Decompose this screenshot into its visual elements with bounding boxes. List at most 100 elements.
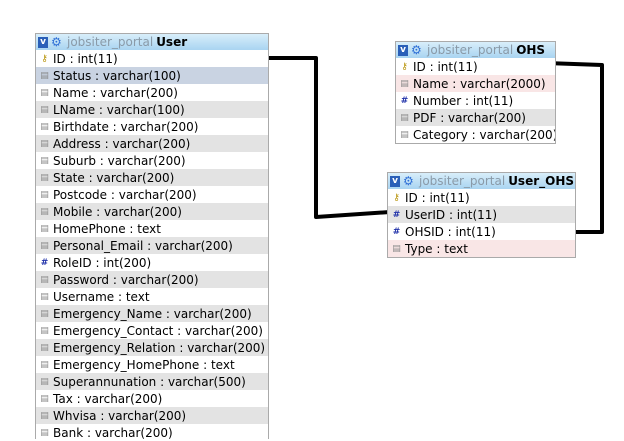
column-label: ID : int(11) [405, 190, 470, 205]
column-row[interactable]: ▤State : varchar(200) [36, 169, 268, 186]
table-name: User_OHS [508, 174, 575, 188]
column-row[interactable]: #UserID : int(11) [388, 206, 575, 223]
column-row[interactable]: ▤Emergency_Relation : varchar(200) [36, 339, 268, 356]
column-row[interactable]: ▤ Personal_Email : varchar(200) [36, 237, 268, 254]
column-label: Emergency_Contact : varchar(200) [53, 323, 263, 338]
column-label: Emergency_Name : varchar(200) [53, 306, 252, 321]
field-icon: ▤ [40, 427, 49, 438]
field-icon: ▤ [40, 70, 49, 81]
key-icon: ⚷ [41, 53, 48, 64]
column-label: Number : int(11) [413, 93, 514, 108]
column-label: Username : text [53, 289, 150, 304]
field-icon: ▤ [40, 342, 49, 353]
column-label: Emergency_HomePhone : text [53, 357, 235, 372]
column-row[interactable]: ▤ Postcode : varchar(200) [36, 186, 268, 203]
column-row[interactable]: ▤ Birthdate : varchar(200) [36, 118, 268, 135]
column-row[interactable]: ▤Tax : varchar(200) [36, 390, 268, 407]
table-header[interactable]: v ⚙ jobsiter_portal User [36, 34, 268, 50]
table-name: OHS [516, 43, 546, 57]
collapse-toggle-icon[interactable]: v [38, 36, 48, 48]
table-header[interactable]: v ⚙ jobsiter_portal User_OHS [388, 173, 575, 189]
field-icon: ▤ [40, 206, 49, 217]
field-icon: ▤ [400, 112, 409, 123]
field-icon: ▤ [40, 189, 49, 200]
column-row[interactable]: # Number : int(11) [396, 92, 555, 109]
column-row[interactable]: ▤ Bank : varchar(200) [36, 424, 268, 441]
column-row[interactable]: ▤ PDF : varchar(200) [396, 109, 555, 126]
field-icon: ▤ [392, 243, 401, 254]
gear-icon[interactable]: ⚙ [403, 174, 414, 188]
table-ohs[interactable]: v ⚙ jobsiter_portal OHS ⚷ID : int(11) ▤ Na… [395, 41, 556, 144]
column-label: ID : int(11) [53, 51, 118, 66]
column-row[interactable]: ▤LName : varchar(100) [36, 101, 268, 118]
column-row[interactable]: ▤ Whvisa : varchar(200) [36, 407, 268, 424]
table-user[interactable]: v ⚙ jobsiter_portal User ⚷ID : int(11)▤S… [35, 33, 269, 441]
table-name: User [156, 35, 188, 49]
column-row[interactable]: ▤Username : text [36, 288, 268, 305]
column-row[interactable]: ▤ Type : text [388, 240, 575, 257]
field-icon: ▤ [40, 359, 49, 370]
column-row[interactable]: ▤ Name : varchar(2000) [396, 75, 555, 92]
field-icon: ▤ [40, 155, 49, 166]
column-label: Type : text [405, 241, 468, 256]
column-row[interactable]: ▤ Suburb : varchar(200) [36, 152, 268, 169]
column-label: Birthdate : varchar(200) [53, 119, 199, 134]
number-icon: # [40, 257, 49, 268]
relation-ohs-to-user-ohs [545, 61, 604, 234]
database-name: jobsiter_portal [419, 174, 506, 188]
column-label: Superannunation : varchar(500) [53, 374, 246, 389]
field-icon: ▤ [40, 87, 49, 98]
column-row[interactable]: ⚷ ID : int(11) [36, 50, 268, 67]
column-label: Suburb : varchar(200) [53, 153, 186, 168]
column-row[interactable]: ▤Password : varchar(200) [36, 271, 268, 288]
database-name: jobsiter_portal [67, 35, 154, 49]
column-label: Whvisa : varchar(200) [53, 408, 187, 423]
column-row[interactable]: ▤ Emergency_Contact : varchar(200) [36, 322, 268, 339]
database-name: jobsiter_portal [427, 43, 514, 57]
table-header[interactable]: v ⚙ jobsiter_portal OHS [396, 42, 555, 58]
field-icon: ▤ [40, 104, 49, 115]
collapse-toggle-icon[interactable]: v [390, 175, 400, 187]
column-row[interactable]: ⚷ID : int(11) [396, 58, 555, 75]
column-label: Status : varchar(100) [53, 68, 181, 83]
number-icon: # [400, 95, 409, 106]
column-label: Category : varchar(200) [413, 127, 555, 142]
column-label: Postcode : varchar(200) [53, 187, 197, 202]
field-icon: ▤ [40, 223, 49, 234]
column-label: Name : varchar(2000) [413, 76, 546, 91]
field-icon: ▤ [40, 121, 49, 132]
column-row[interactable]: ⚷ ID : int(11) [388, 189, 575, 206]
collapse-toggle-icon[interactable]: v [398, 44, 408, 56]
column-row[interactable]: #OHSID : int(11) [388, 223, 575, 240]
column-row[interactable]: ▤Superannunation : varchar(500) [36, 373, 268, 390]
column-label: PDF : varchar(200) [413, 110, 526, 125]
column-row[interactable]: ▤ Category : varchar(200) [396, 126, 555, 143]
column-row[interactable]: ▤ Mobile : varchar(200) [36, 203, 268, 220]
column-row[interactable]: ▤ HomePhone : text [36, 220, 268, 237]
column-label: Bank : varchar(200) [53, 425, 173, 440]
field-icon: ▤ [40, 325, 49, 336]
column-row[interactable]: #RoleID : int(200) [36, 254, 268, 271]
column-label: Personal_Email : varchar(200) [53, 238, 233, 253]
table-user-ohs[interactable]: v ⚙ jobsiter_portal User_OHS ⚷ ID : int(1… [387, 172, 576, 258]
column-label: Address : varchar(200) [53, 136, 191, 151]
key-icon: ⚷ [393, 192, 400, 203]
field-icon: ▤ [400, 129, 409, 140]
gear-icon[interactable]: ⚙ [411, 43, 422, 57]
column-row[interactable]: ▤Emergency_Name : varchar(200) [36, 305, 268, 322]
column-label: Mobile : varchar(200) [53, 204, 182, 219]
column-label: Name : varchar(200) [53, 85, 178, 100]
column-row[interactable]: ▤ Status : varchar(100) [36, 67, 268, 84]
column-label: ID : int(11) [413, 59, 478, 74]
gear-icon[interactable]: ⚙ [51, 35, 62, 49]
column-label: HomePhone : text [53, 221, 161, 236]
field-icon: ▤ [400, 78, 409, 89]
field-icon: ▤ [40, 410, 49, 421]
column-label: OHSID : int(11) [405, 224, 496, 239]
field-icon: ▤ [40, 138, 49, 149]
column-row[interactable]: ▤ Address : varchar(200) [36, 135, 268, 152]
field-icon: ▤ [40, 240, 49, 251]
column-row[interactable]: ▤ Emergency_HomePhone : text [36, 356, 268, 373]
column-row[interactable]: ▤ Name : varchar(200) [36, 84, 268, 101]
